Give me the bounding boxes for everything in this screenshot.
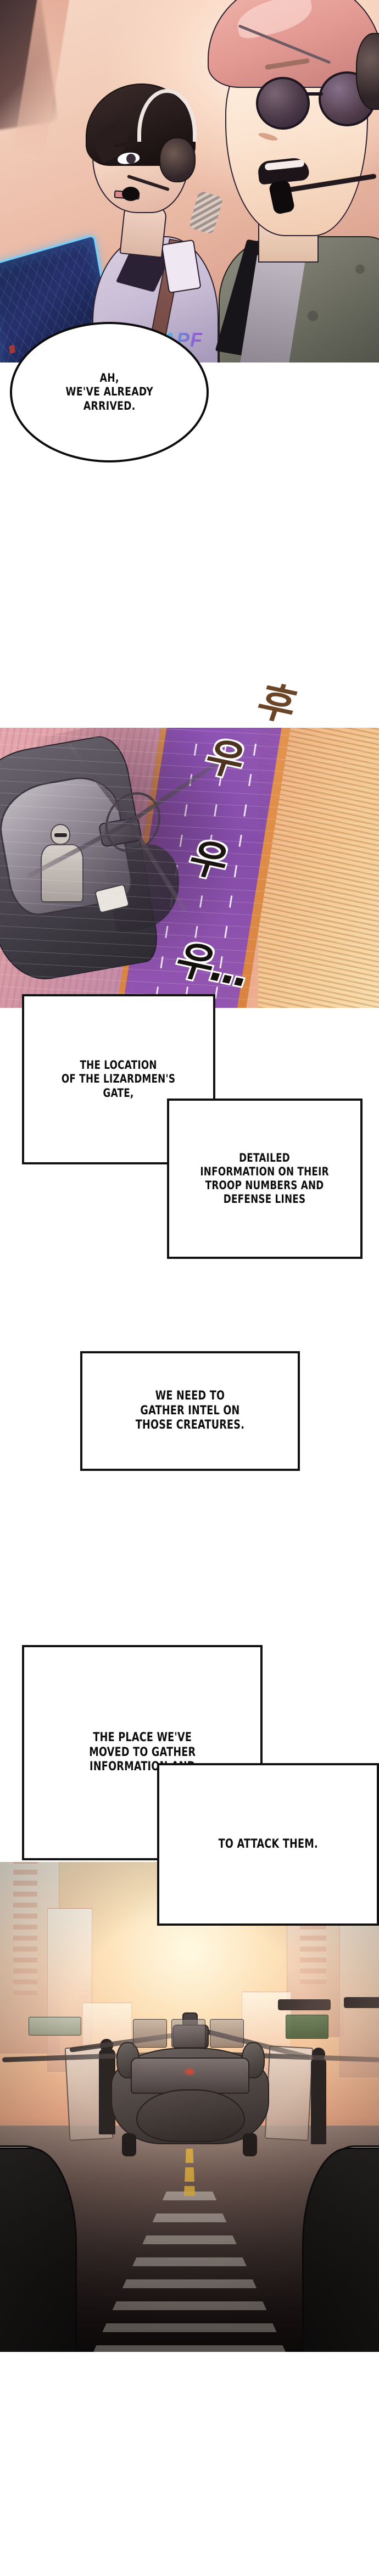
- caption-troop-info-text: DETAILED INFORMATION ON THEIR TROOP NUMB…: [200, 1151, 330, 1206]
- windscreen-pane-1: [133, 2019, 167, 2048]
- road-center-yellow-line: [183, 2130, 196, 2196]
- rear-pilot-headset-earcup: [159, 137, 196, 182]
- sfx-syllable-4: 우...: [170, 935, 254, 996]
- soldier-silhouette-right: [311, 2058, 326, 2144]
- front-man-sunglasses-bridge: [306, 92, 323, 96]
- aerial-pilot-body: [41, 844, 83, 902]
- caption-box-to-attack: TO ATTACK THEM.: [157, 1763, 379, 1926]
- cockpit-windscreen: [131, 2058, 249, 2094]
- aerial-pilot-sunglasses: [54, 833, 67, 837]
- sfx-syllable-1: 후: [251, 677, 300, 730]
- panel-aerial-highway: [0, 728, 379, 1008]
- rear-pilot-microphone: [122, 187, 140, 201]
- overhead-road-sign-right: [286, 2015, 328, 2039]
- overhead-road-sign-left: [29, 2017, 81, 2036]
- panel-helicopter-on-street: [0, 1862, 379, 2352]
- front-man-headset-earcup: [356, 33, 379, 110]
- caption-location-text: THE LOCATION OF THE LIZARDMEN'S GATE,: [62, 1058, 176, 1100]
- speech-bubble-arrived: AH, WE'VE ALREADY ARRIVED.: [10, 322, 209, 462]
- building-far-left-windows: [13, 1862, 37, 1996]
- foreground-figure-right-jacket: [302, 2148, 379, 2352]
- speech-bubble-arrived-text: AH, WE'VE ALREADY ARRIVED.: [65, 371, 153, 412]
- traffic-light-right: [278, 1999, 331, 2010]
- caption-gather-intel-text: WE NEED TO GATHER INTEL ON THOSE CREATUR…: [135, 1389, 245, 1432]
- rear-pilot-pupil: [126, 154, 136, 164]
- sfx-syllable-2: 우: [199, 733, 248, 785]
- landing-gear-right: [243, 2133, 257, 2156]
- anti-collision-beacon: [186, 2070, 193, 2074]
- helicopter-nose: [136, 2089, 245, 2142]
- foreground-figure-left-jacket: [0, 2148, 77, 2352]
- sfx-syllable-3: 우: [182, 834, 232, 886]
- windscreen-pane-2: [171, 2019, 205, 2048]
- caption-to-attack-text: TO ATTACK THEM.: [218, 1837, 318, 1851]
- panel-cockpit-interior: APF: [0, 0, 379, 363]
- motion-speed-lines: [0, 728, 379, 1008]
- landing-gear-left: [122, 2133, 136, 2156]
- blackhawk-helicopter: [2, 2012, 379, 2165]
- windscreen-pane-3: [210, 2019, 244, 2048]
- caption-box-troop-info: DETAILED INFORMATION ON THEIR TROOP NUMB…: [167, 1099, 363, 1259]
- traffic-light-far-right: [344, 1997, 379, 2008]
- caption-the-place-text: THE PLACE WE'VE MOVED TO GATHER INFORMAT…: [88, 1731, 196, 1774]
- caption-box-gather-intel: WE NEED TO GATHER INTEL ON THOSE CREATUR…: [80, 1351, 300, 1471]
- front-man-sunglasses-lens-left: [256, 77, 310, 130]
